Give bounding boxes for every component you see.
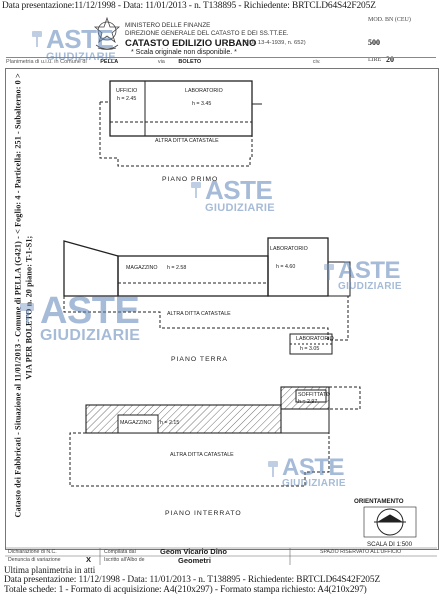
plan-via: BOLETO bbox=[178, 59, 202, 65]
ministry-line-1: MINISTERO DELLE FINANZE bbox=[125, 22, 211, 29]
gavel-icon bbox=[20, 303, 34, 323]
room-name: MAGAZZINO bbox=[126, 265, 158, 271]
room-height: h = 2.58 bbox=[167, 265, 187, 271]
room-height: h = 2.15 bbox=[160, 420, 180, 426]
plan-civ-label: civ. bbox=[312, 59, 321, 65]
variation-checkmark: X bbox=[86, 555, 92, 564]
gavel-icon bbox=[191, 182, 201, 198]
watermark: ASTE GIUDIZIARIE bbox=[268, 454, 346, 489]
footer-table bbox=[5, 547, 437, 565]
floor-title-interrato: PIANO INTERRATO bbox=[165, 510, 242, 517]
lire-label: LIRE bbox=[368, 57, 382, 63]
floor-title-primo: PIANO PRIMO bbox=[162, 176, 219, 183]
watermark: ASTE GIUDIZIARIE bbox=[32, 24, 116, 63]
room-height: h = 2.97 bbox=[298, 399, 318, 405]
plan-piano-terra bbox=[63, 237, 351, 355]
plan-header-label: Planimetria di u.i.u. in Comune di bbox=[6, 59, 87, 65]
room-name: LABORATORIO bbox=[270, 246, 308, 252]
registered-label: Iscritto all'Albo de bbox=[104, 557, 145, 563]
room-height: h = 2.45 bbox=[117, 96, 137, 102]
code-500: 500 bbox=[368, 38, 380, 47]
watermark: ASTE GIUDIZIARIE bbox=[20, 290, 141, 345]
office-reserved-label: SPAZIO RISERVATO ALL'UFFICIO bbox=[320, 549, 402, 555]
other-owner-label: ALTRA DITTA CATASTALE bbox=[170, 452, 234, 458]
variation-label: Denuncia di variazione bbox=[8, 557, 61, 563]
scale-note: * Scala originale non disponibile. * bbox=[131, 49, 237, 56]
ministry-line-2: DIREZIONE GENERALE DEL CATASTO E DEI SS.… bbox=[125, 30, 289, 37]
model-code: MOD. BN (CEU) bbox=[368, 17, 411, 23]
room-name: MAGAZZINO bbox=[120, 420, 152, 426]
rdl-reference: (RDL 13-4-1939, n. 652) bbox=[243, 40, 306, 46]
other-owner-label: ALTRA DITTA CATASTALE bbox=[167, 311, 231, 317]
presentation-header-line: Data presentazione:11/12/1998 - Data: 11… bbox=[2, 1, 376, 11]
technician-name: Geom Vicario Dino bbox=[160, 547, 227, 556]
watermark-big: ASTE bbox=[338, 257, 401, 284]
gavel-icon bbox=[32, 31, 42, 47]
watermark-small: GIUDIZIARIE bbox=[282, 478, 346, 489]
plan-via-label: via bbox=[157, 59, 165, 65]
floor-title-terra: PIANO TERRA bbox=[171, 356, 228, 363]
watermark-small: GIUDIZIARIE bbox=[40, 327, 141, 344]
room-name: UFFICIO bbox=[116, 88, 138, 94]
watermark-big: ASTE bbox=[46, 24, 114, 54]
other-owner-label: ALTRA DITTA CATASTALE bbox=[155, 138, 219, 144]
plan-piano-interrato bbox=[69, 386, 361, 487]
orientation-label: ORIENTAMENTO bbox=[354, 498, 404, 505]
scale-label: SCALA DI 1:500 bbox=[367, 541, 413, 548]
ministry-lines: MINISTERO DELLE FINANZE DIREZIONE GENERA… bbox=[125, 22, 289, 38]
italian-emblem-icon bbox=[93, 16, 121, 50]
watermark-big: ASTE bbox=[282, 454, 345, 481]
drawing-frame bbox=[5, 68, 439, 550]
watermark-small: GIUDIZIARIE bbox=[46, 51, 116, 63]
gavel-icon bbox=[268, 461, 278, 477]
presentation-footer-line: Data presentazione: 11/12/1998 - Data: 1… bbox=[4, 575, 381, 585]
room-height: h = 3.45 bbox=[192, 101, 212, 107]
room-name: SOFFITTATO bbox=[298, 392, 331, 398]
profession-value: Geometri bbox=[178, 556, 211, 565]
plan-piano-primo bbox=[99, 80, 262, 167]
last-plan-label: Ultima planimetria in atti bbox=[4, 565, 96, 575]
watermark: ASTE GIUDIZIARIE bbox=[191, 175, 275, 214]
watermark-small: GIUDIZIARIE bbox=[205, 202, 275, 214]
watermark-big: ASTE bbox=[205, 175, 273, 205]
totals-footer-line: Totale schede: 1 - Formato di acquisizio… bbox=[4, 585, 367, 595]
declaration-label: Dichiarazione di N.C. bbox=[8, 549, 57, 555]
room-name: LABORATORIO bbox=[296, 336, 334, 342]
room-name: LABORATORIO bbox=[185, 88, 223, 94]
watermark-small: GIUDIZIARIE bbox=[338, 281, 402, 292]
gavel-icon bbox=[324, 264, 334, 280]
plan-header: Planimetria di u.i.u. in Comune di PELLA… bbox=[6, 57, 436, 65]
catasto-title: CATASTO EDILIZIO URBANO bbox=[125, 38, 257, 49]
watermark-big: ASTE bbox=[40, 290, 140, 332]
watermark: ASTE GIUDIZIARIE bbox=[324, 257, 402, 292]
north-arrow-icon bbox=[363, 506, 417, 538]
compiled-by-label: Compilata dal bbox=[104, 549, 136, 555]
room-height: h = 3.05 bbox=[300, 346, 320, 352]
code-20: 20 bbox=[386, 55, 394, 64]
room-height: h = 4.60 bbox=[276, 264, 296, 270]
plan-comune: PELLA bbox=[100, 59, 119, 65]
